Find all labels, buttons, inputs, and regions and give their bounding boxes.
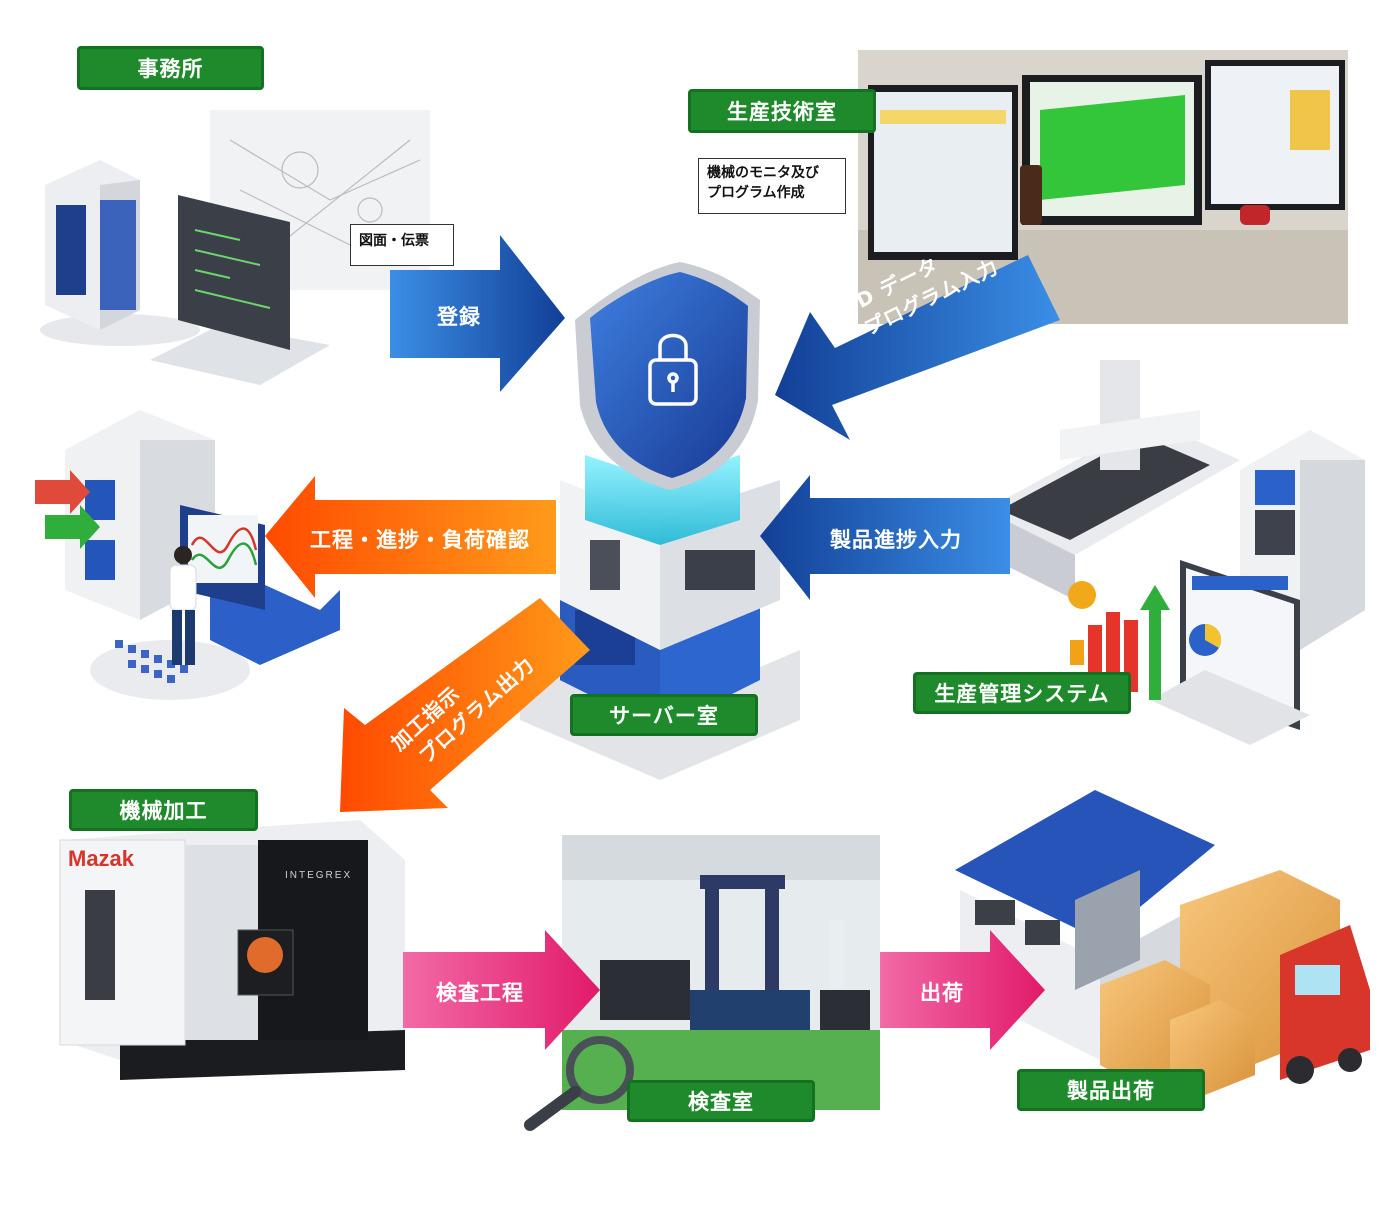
tag-production-system-label: 生産管理システム bbox=[934, 682, 1110, 706]
label-inspection-process: 検査工程 bbox=[436, 981, 524, 1005]
server-room-illustration bbox=[520, 262, 800, 780]
truck-cab bbox=[1280, 925, 1370, 1080]
shipping-illustration bbox=[955, 790, 1370, 1095]
tag-server-room-label: サーバー室 bbox=[609, 704, 719, 728]
lock-icon bbox=[648, 333, 698, 406]
inspection-room-photo bbox=[524, 835, 880, 1131]
tag-office-label: 事務所 bbox=[137, 57, 204, 81]
tag-production-system: 生産管理システム bbox=[913, 672, 1131, 714]
arrow-progress-check bbox=[265, 476, 556, 598]
percent-coin-icon bbox=[1068, 581, 1096, 609]
arrow-product-progress bbox=[760, 475, 1010, 600]
note-monitor-line1: 機械のモニタ及び bbox=[707, 165, 819, 181]
label-register: 登録 bbox=[437, 305, 481, 329]
office-illustration bbox=[40, 110, 430, 385]
tag-shipping-label: 製品出荷 bbox=[1067, 1079, 1155, 1103]
note-monitor-program: 機械のモニタ及び プログラム作成 bbox=[698, 158, 846, 214]
tag-machining-label: 機械加工 bbox=[119, 799, 208, 823]
arrow-register bbox=[390, 235, 565, 392]
tag-shipping: 製品出荷 bbox=[1017, 1069, 1205, 1111]
tag-production-engineering-label: 生産技術室 bbox=[727, 100, 837, 124]
tag-inspection-room-label: 検査室 bbox=[688, 1090, 754, 1114]
integrex-model-label: INTEGREX bbox=[285, 870, 353, 881]
arrow-ship bbox=[880, 930, 1045, 1050]
note-monitor-line2: プログラム作成 bbox=[707, 185, 805, 201]
label-product-progress: 製品進捗入力 bbox=[830, 528, 962, 552]
mazak-logo: Mazak bbox=[68, 846, 135, 871]
tag-server-room: サーバー室 bbox=[570, 694, 758, 736]
arrow-program-output bbox=[340, 598, 590, 812]
arrow-3d-data-input bbox=[775, 255, 1060, 440]
monitoring-station-illustration bbox=[35, 410, 340, 700]
arrow-inspection-process bbox=[403, 930, 600, 1050]
magnifier-icon bbox=[566, 1036, 634, 1104]
tag-office: 事務所 bbox=[77, 46, 264, 90]
laptop-screen bbox=[178, 195, 290, 350]
label-progress-check: 工程・進捗・負荷確認 bbox=[310, 528, 530, 552]
machining-center-illustration bbox=[59, 820, 405, 1080]
tag-production-engineering: 生産技術室 bbox=[688, 89, 876, 133]
note-drawings-text: 図面・伝票 bbox=[359, 233, 429, 249]
engineering-room-photo bbox=[858, 50, 1348, 324]
note-drawings: 図面・伝票 bbox=[350, 224, 454, 266]
tag-machining: 機械加工 bbox=[69, 789, 258, 831]
label-ship: 出荷 bbox=[920, 981, 964, 1005]
tag-inspection-room: 検査室 bbox=[627, 1080, 815, 1122]
